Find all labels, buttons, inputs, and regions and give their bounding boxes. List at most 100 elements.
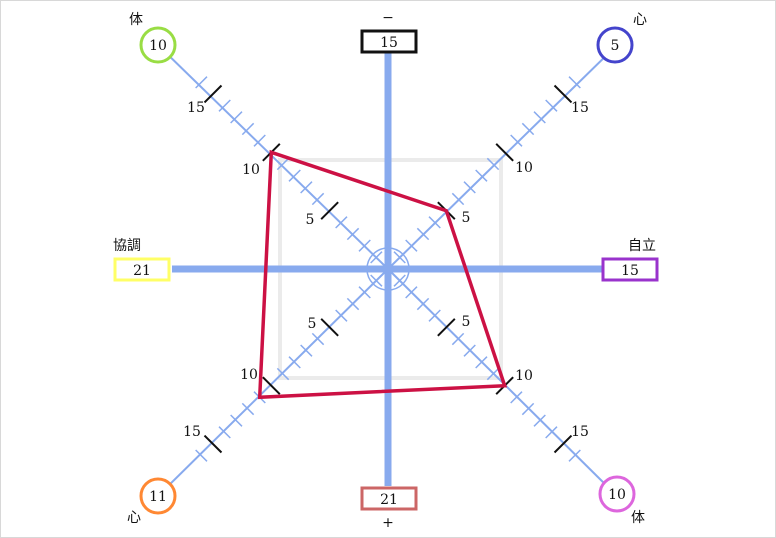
minor-tick-top_left-1 <box>370 251 383 264</box>
minor-tick-bottom_left-4 <box>335 309 348 322</box>
minor-tick-top_left-8 <box>288 169 301 182</box>
minor-tick-top_left-7 <box>300 181 313 194</box>
minor-tick-top_left-16 <box>195 76 208 89</box>
minor-tick-bottom_right-3 <box>416 297 430 311</box>
minor-tick-top_right-7 <box>463 181 476 194</box>
minor-tick-top_right-8 <box>475 169 488 182</box>
left-value: 21 <box>133 263 151 279</box>
major-tick-top_right-15 <box>553 84 573 104</box>
minor-tick-bottom_left-13 <box>230 414 243 427</box>
bottom-left-value: 11 <box>149 489 167 505</box>
right-value: 15 <box>621 263 639 279</box>
minor-tick-top_right-2 <box>405 239 418 252</box>
top-right-value-circle <box>596 26 634 64</box>
minor-tick-bottom_left-3 <box>346 297 360 311</box>
minor-tick-bottom_left-8 <box>288 356 301 369</box>
bottom-left-axis-label: 心 <box>127 510 141 526</box>
bottom-right-value-circle <box>598 475 636 513</box>
right-axis-label: 自立 <box>628 238 656 254</box>
major-tick-bottom_right-5 <box>437 318 456 337</box>
top-left-value: 10 <box>149 38 167 54</box>
tick-label-top-right-5: 5 <box>462 210 471 226</box>
bottom-value: 21 <box>380 492 398 508</box>
minor-tick-top_right-6 <box>451 192 465 206</box>
tick-label-top-right-15: 15 <box>571 100 589 116</box>
minor-tick-top_right-16 <box>568 76 581 89</box>
minor-tick-bottom_left-1 <box>370 274 383 287</box>
score-polygon <box>257 149 508 400</box>
tick-label-bottom-left-5: 5 <box>308 316 317 332</box>
minor-tick-bottom_right-8 <box>475 356 488 369</box>
bottom-value-box <box>360 486 418 511</box>
minor-tick-top_left-4 <box>335 216 348 229</box>
minor-tick-top_left-9 <box>276 157 290 171</box>
minor-tick-bottom_right-2 <box>405 286 418 299</box>
tick-label-bottom-left-10: 10 <box>240 367 258 383</box>
tick-label-bottom-left-15: 15 <box>183 424 201 440</box>
minor-tick-bottom_left-12 <box>241 402 255 416</box>
major-tick-top_left-5 <box>320 201 339 220</box>
minor-tick-top_right-1 <box>393 251 406 264</box>
minor-tick-bottom_right-16 <box>568 449 581 462</box>
minor-tick-top_right-11 <box>510 134 523 147</box>
minor-tick-bottom_right-6 <box>451 332 465 346</box>
center-circle <box>366 247 410 291</box>
minor-tick-bottom_right-9 <box>486 367 500 381</box>
bottom-right-axis-label: 体 <box>631 510 645 526</box>
major-tick-top_right-10 <box>495 143 514 162</box>
minor-tick-bottom_right-12 <box>521 402 535 416</box>
minor-tick-bottom_right-11 <box>510 391 523 404</box>
diagonal-axes <box>159 46 616 495</box>
minor-tick-top_right-13 <box>533 111 546 124</box>
diagonal-axis-top_left <box>159 46 389 270</box>
minor-tick-bottom_right-13 <box>533 414 546 427</box>
diagonal-axis-bottom_left <box>159 268 389 495</box>
top-right-value: 5 <box>611 38 620 54</box>
minor-tick-top_left-6 <box>311 192 325 206</box>
minor-tick-bottom_left-16 <box>195 449 208 462</box>
minor-tick-top_left-3 <box>346 227 360 241</box>
minor-tick-bottom_right-14 <box>545 426 558 439</box>
tick-label-top-left-10: 10 <box>242 162 260 178</box>
minor-tick-bottom_left-7 <box>300 344 313 357</box>
left-value-box <box>113 257 171 282</box>
minor-tick-top_left-13 <box>230 111 243 124</box>
major-tick-bottom_left-5 <box>320 318 339 337</box>
minor-tick-top_right-14 <box>545 99 558 112</box>
right-value-box <box>601 257 659 282</box>
top-right-axis-label: 心 <box>633 12 647 28</box>
minor-tick-top_left-2 <box>358 239 371 252</box>
tick-label-top-right-10: 10 <box>515 160 533 176</box>
minor-tick-top_right-3 <box>416 227 430 241</box>
minor-tick-top_left-14 <box>218 99 231 112</box>
minor-tick-top_right-4 <box>428 216 441 229</box>
tick-label-bottom-right-15: 15 <box>571 424 589 440</box>
minor-tick-bottom_right-4 <box>428 309 441 322</box>
top-left-value-circle <box>139 26 177 64</box>
minor-tick-top_right-9 <box>486 157 500 171</box>
minor-tick-bottom_left-14 <box>218 426 231 439</box>
bottom-axis-label: + <box>382 515 394 531</box>
minor-tick-bottom_right-1 <box>393 274 406 287</box>
major-tick-top_left-15 <box>203 84 223 104</box>
major-tick-bottom_left-10 <box>262 376 281 395</box>
minor-tick-top_left-12 <box>241 122 255 136</box>
major-tick-bottom_left-15 <box>203 434 223 454</box>
top-left-axis-label: 体 <box>129 12 143 28</box>
minor-tick-bottom_left-6 <box>311 332 325 346</box>
tick-label-bottom-right-5: 5 <box>462 314 471 330</box>
left-axis-label: 協調 <box>113 238 141 254</box>
minor-tick-top_left-11 <box>253 134 266 147</box>
tick-label-top-left-15: 15 <box>187 100 205 116</box>
top-value-box <box>360 29 418 54</box>
minor-tick-bottom_left-9 <box>276 367 290 381</box>
tick-label-top-left-5: 5 <box>306 212 315 228</box>
minor-tick-top_right-12 <box>521 122 535 136</box>
bottom-left-value-circle <box>139 477 177 515</box>
minor-tick-bottom_left-2 <box>358 286 371 299</box>
major-tick-bottom_right-15 <box>553 434 573 454</box>
top-value: 15 <box>380 35 398 51</box>
bottom-right-value: 10 <box>608 487 626 503</box>
top-axis-label: − <box>382 10 394 26</box>
